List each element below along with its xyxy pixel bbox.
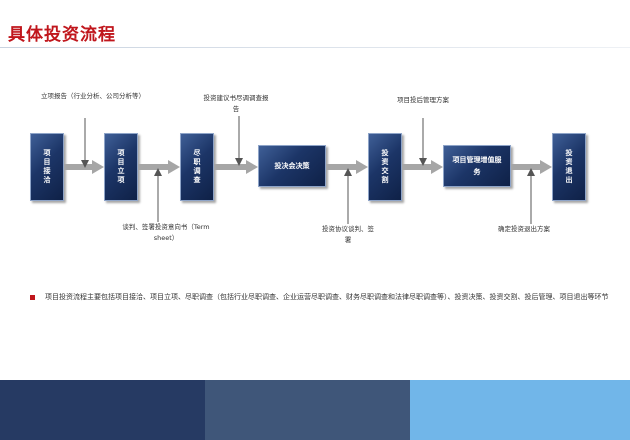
flow-arrow-6 [511,160,552,174]
step-project-approval: 项目立项 [104,133,138,201]
note-arrow-3 [419,118,427,166]
note-exit-plan: 确定投资退出方案 [498,225,550,233]
note-arrow-2 [235,116,243,166]
step-label: 尽职调查 [193,149,201,185]
note-arrow-4 [154,168,162,222]
step-investment-closing: 投资交割 [368,133,402,201]
step-due-diligence: 尽职调查 [180,133,214,201]
note-arrow-6 [527,168,535,224]
footer-band-mid [205,380,410,440]
flow-arrow-4 [326,160,368,174]
flow-arrow-2 [138,160,180,174]
step-investment-exit: 投资退出 [552,133,586,201]
step-value-added-service: 项目管理增值服务 [443,145,511,187]
note-arrow-5 [344,168,352,224]
note-investment-agreement: 投资协议谈判、签署 [322,225,374,244]
step-label: 投决会决策 [274,162,310,170]
step-label: 投资退出 [565,149,573,185]
step-investment-committee: 投决会决策 [258,145,326,187]
step-label: 项目管理增值服务 [452,156,502,176]
footer-band-dark [0,380,205,440]
step-label: 投资交割 [381,149,389,185]
step-label: 项目立项 [117,149,125,185]
flow-arrow-5 [402,160,443,174]
flow-arrow-1 [64,160,104,174]
footer-band-light [410,380,630,440]
step-label: 项目接洽 [43,149,51,185]
note-proposal-report: 投资建议书尽调调查报告 [203,94,269,113]
note-arrow-1 [81,118,89,168]
title-divider [0,47,630,48]
flow-arrow-3 [214,160,258,174]
process-summary: 项目投资流程主要包括项目接洽、项目立项、尽职调查（包括行业尽职调查、企业运营尽职… [30,290,610,305]
note-approval-report: 立项报告（行业分析、公司分析等） [41,92,145,100]
process-summary-text: 项目投资流程主要包括项目接洽、项目立项、尽职调查（包括行业尽职调查、企业运营尽职… [45,293,609,301]
page-title: 具体投资流程 [8,25,116,45]
step-project-contact: 项目接洽 [30,133,64,201]
note-post-investment-plan: 项目投后管理方案 [397,96,449,104]
note-term-sheet: 谈判、签署投资意向书（Term sheet） [122,223,210,242]
bullet-marker [30,295,35,300]
